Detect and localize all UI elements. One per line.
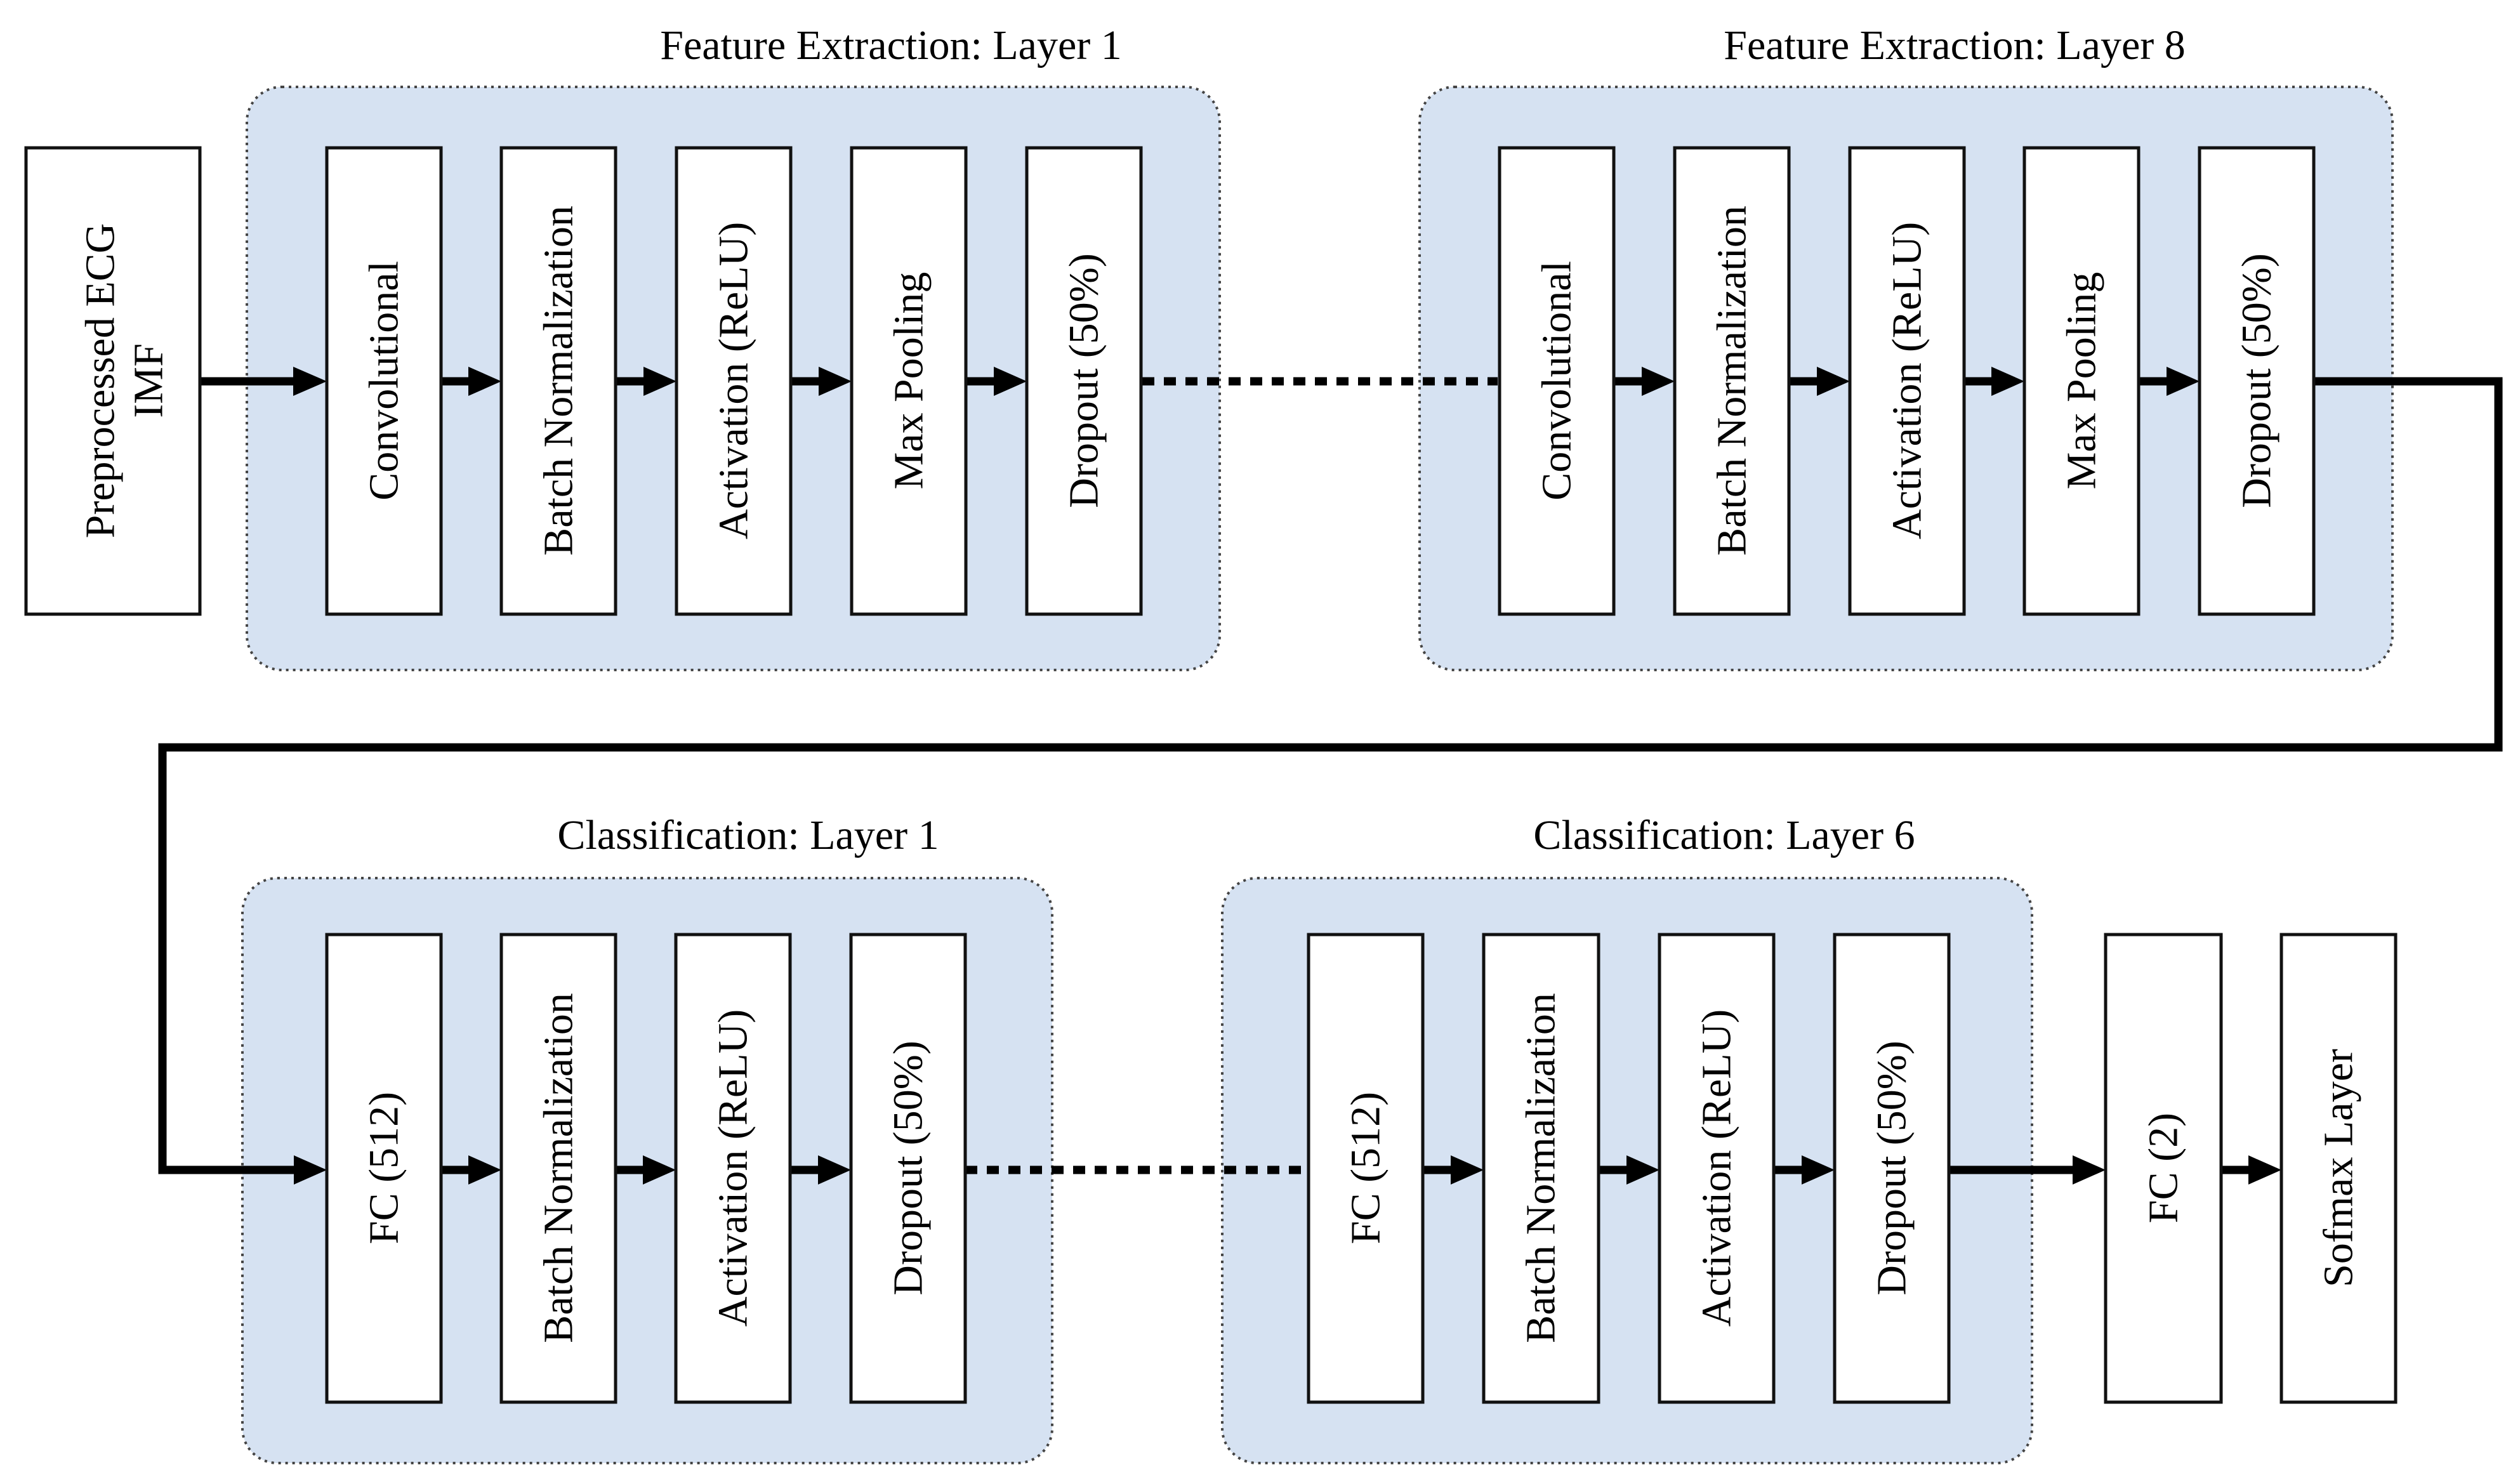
group-title-feature-layer-8: Feature Extraction: Layer 8 xyxy=(1724,22,2186,69)
arrowhead xyxy=(1991,367,2024,396)
dropout-label: Dropout (50%) xyxy=(2234,253,2280,508)
feature-layer-1-blocks: Convolutional Batch Normalization Activa… xyxy=(325,146,1143,616)
max-pooling-block xyxy=(2022,146,2141,616)
arrowhead xyxy=(2073,1155,2106,1185)
arrowhead xyxy=(1642,367,1675,396)
fc-output-block xyxy=(2104,933,2223,1404)
dropout-block xyxy=(2198,146,2316,616)
dropout-label: Dropout (50%) xyxy=(1869,1041,1915,1295)
output-blocks: FC (2) Sofmax Layer xyxy=(2104,933,2398,1404)
max-pooling-label: Max Pooling xyxy=(2059,272,2105,490)
fc-block xyxy=(1307,933,1425,1404)
input-node: Preprocessed ECG IMF xyxy=(24,146,202,616)
softmax-label: Sofmax Layer xyxy=(2316,1049,2362,1287)
activation-label: Activation (ReLU) xyxy=(1694,1009,1740,1327)
batch-norm-label: Batch Normalization xyxy=(1518,993,1564,1343)
arrowhead xyxy=(294,1155,327,1185)
max-pooling-label: Max Pooling xyxy=(886,272,932,490)
conv-block xyxy=(1498,146,1616,616)
arrowhead xyxy=(818,1155,851,1185)
conv-block xyxy=(325,146,443,616)
input-box xyxy=(24,146,202,616)
fc-output-label: FC (2) xyxy=(2141,1113,2187,1223)
softmax-block xyxy=(2279,933,2398,1404)
arrowhead xyxy=(819,367,852,396)
input-label-line2: IMF xyxy=(126,343,172,417)
arrowhead xyxy=(643,1155,676,1185)
feature-layer-8-blocks: Convolutional Batch Normalization Activa… xyxy=(1498,146,2316,616)
batch-norm-label: Batch Normalization xyxy=(536,993,582,1343)
arrowhead xyxy=(1817,367,1850,396)
fc-label: FC (512) xyxy=(361,1092,407,1244)
activation-label: Activation (ReLU) xyxy=(1884,222,1930,539)
batch-norm-block xyxy=(499,146,617,616)
batch-norm-label: Batch Normalization xyxy=(536,206,582,556)
arrowhead xyxy=(994,367,1027,396)
batch-norm-block xyxy=(1482,933,1600,1404)
activation-label: Activation (ReLU) xyxy=(710,1009,756,1327)
arrowhead xyxy=(468,1155,501,1185)
arrowhead xyxy=(468,367,501,396)
dropout-block xyxy=(849,933,967,1404)
activation-block xyxy=(1848,146,1966,616)
batch-norm-block xyxy=(499,933,617,1404)
classification-layer-1-blocks: FC (512) Batch Normalization Activation … xyxy=(325,933,967,1404)
fc-block xyxy=(325,933,443,1404)
arrowhead xyxy=(2248,1155,2281,1185)
conv-label: Convolutional xyxy=(1534,261,1580,501)
classification-layer-6-blocks: FC (512) Batch Normalization Activation … xyxy=(1307,933,1951,1404)
activation-block xyxy=(674,933,792,1404)
fc-label: FC (512) xyxy=(1343,1092,1389,1244)
activation-block xyxy=(675,146,793,616)
dropout-label: Dropout (50%) xyxy=(1061,253,1107,508)
activation-label: Activation (ReLU) xyxy=(711,222,757,539)
group-title-classification-layer-6: Classification: Layer 6 xyxy=(1533,812,1915,858)
input-label-line1: Preprocessed ECG xyxy=(77,223,124,539)
conv-label: Convolutional xyxy=(361,261,407,501)
arrowhead xyxy=(1802,1155,1835,1185)
arrowheads xyxy=(293,367,2281,1185)
group-title-feature-layer-1: Feature Extraction: Layer 1 xyxy=(660,22,1122,69)
dropout-label: Dropout (50%) xyxy=(885,1041,932,1295)
arrowhead xyxy=(1451,1155,1484,1185)
dropout-block xyxy=(1833,933,1951,1404)
connector-lines xyxy=(158,377,2503,1174)
arrowhead xyxy=(643,367,676,396)
dropout-block xyxy=(1025,146,1143,616)
max-pooling-block xyxy=(850,146,968,616)
activation-block xyxy=(1658,933,1776,1404)
batch-norm-label: Batch Normalization xyxy=(1709,206,1755,556)
arrowhead xyxy=(1626,1155,1659,1185)
group-title-classification-layer-1: Classification: Layer 1 xyxy=(557,812,939,858)
arrowhead xyxy=(293,367,327,396)
arrowhead xyxy=(2167,367,2200,396)
batch-norm-block xyxy=(1673,146,1791,616)
edge-feature-to-classification xyxy=(158,377,2503,1174)
